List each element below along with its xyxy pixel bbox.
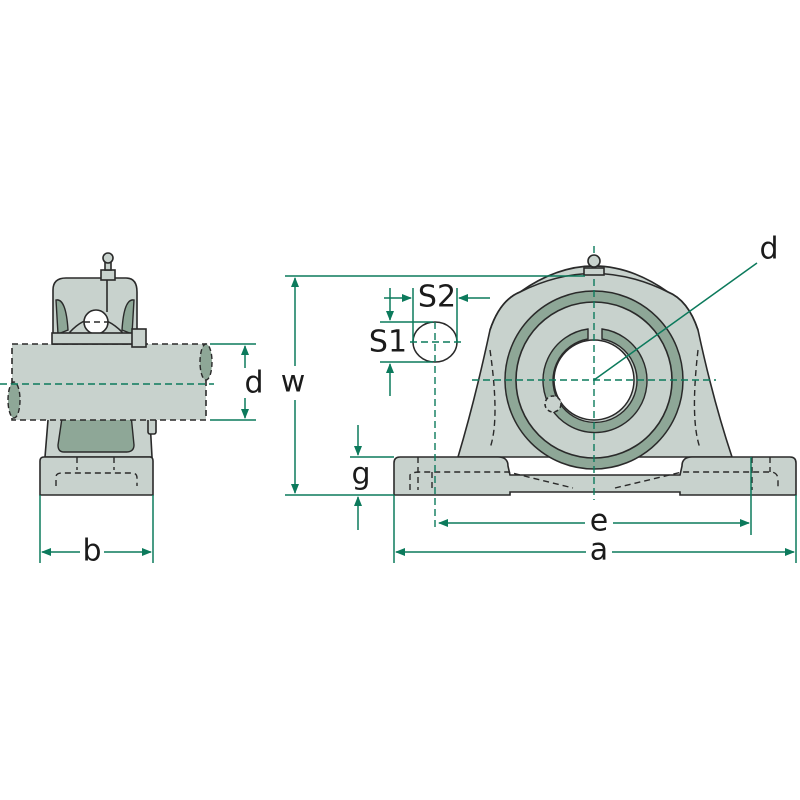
side-base-hidden <box>55 457 138 486</box>
dim-label-g: g <box>351 457 370 492</box>
dim-label-e: e <box>590 504 608 539</box>
dim-label-d-side: d <box>244 366 263 401</box>
grease-nipple-base <box>100 269 116 281</box>
dim-label-w: w <box>281 365 306 400</box>
dim-label-b: b <box>82 534 101 569</box>
shaft <box>11 343 207 421</box>
front-base <box>393 456 797 496</box>
shaft-end <box>199 343 213 381</box>
side-view: d b <box>0 252 264 569</box>
front-grease-nipple-head <box>587 254 601 268</box>
d-leader-line <box>593 262 758 381</box>
shaft-end <box>7 381 21 419</box>
set-screw <box>544 395 562 413</box>
front-view: w g S1 S2 e a d <box>281 232 797 568</box>
dim-label-s1: S1 <box>369 325 407 360</box>
side-cap-shade <box>55 299 69 336</box>
dim-label-a: a <box>590 533 608 568</box>
dim-label-d-front: d <box>759 232 778 267</box>
front-grease-nipple-base <box>583 267 605 276</box>
grease-nipple-head <box>102 252 114 264</box>
set-screw-collar <box>131 328 147 348</box>
side-cap-bottom <box>51 332 138 345</box>
front-base-hidden <box>409 349 779 490</box>
side-cap-shade <box>121 299 135 336</box>
dim-label-s2: S2 <box>418 280 456 315</box>
